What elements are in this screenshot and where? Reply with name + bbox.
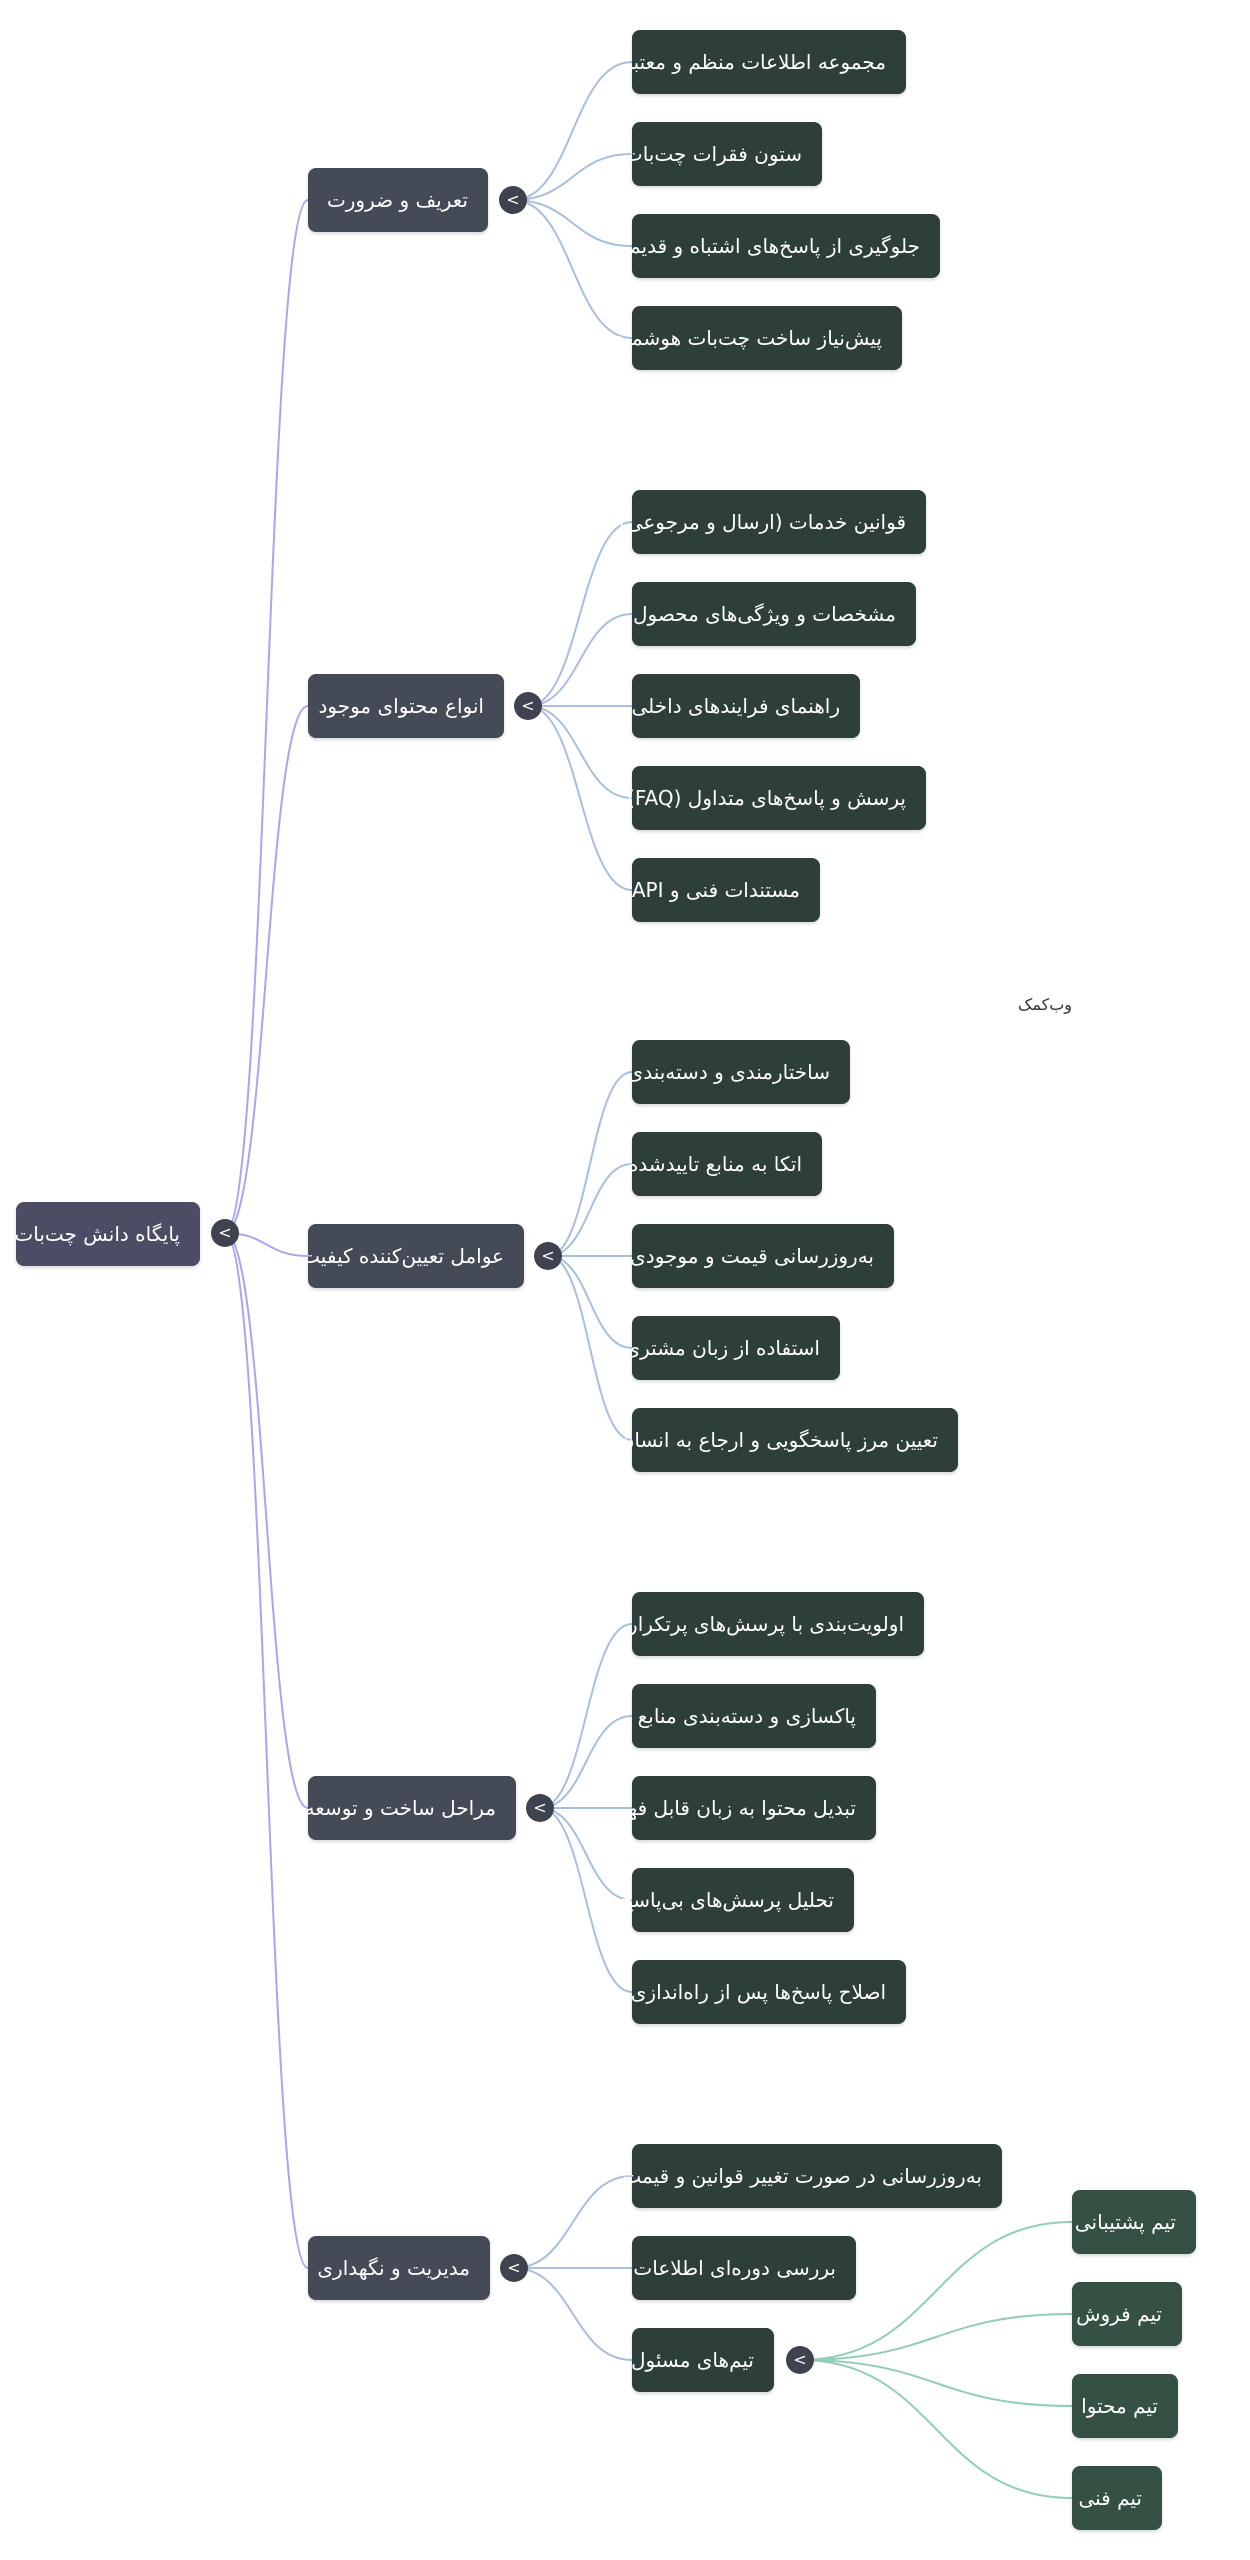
- branch-node[interactable]: مراحل ساخت و توسعه: [305, 1776, 516, 1840]
- leaf-node[interactable]: تبدیل محتوا به زبان قابل فهم: [615, 1776, 876, 1840]
- collapse-toggle-icon[interactable]: <: [514, 692, 542, 720]
- connector-line: [513, 2267, 633, 2361]
- leaf-node[interactable]: مشخصات و ویژگی‌های محصول: [632, 582, 916, 646]
- leaf-node[interactable]: ستون فقرات چت‌بات: [624, 122, 822, 186]
- collapse-toggle-icon[interactable]: <: [211, 1219, 239, 1247]
- connector-line: [799, 2313, 1073, 2361]
- connector-line: [512, 153, 633, 201]
- team-node[interactable]: تیم محتوا: [1072, 2374, 1178, 2438]
- connector-line: [527, 705, 633, 799]
- connector-line: [547, 1163, 633, 1257]
- connector-line: [547, 1071, 633, 1257]
- connector-line: [527, 521, 633, 707]
- connector-line: [799, 2221, 1073, 2361]
- leaf-node[interactable]: استفاده از زبان مشتری: [624, 1316, 840, 1380]
- branch-node[interactable]: انواع محتوای موجود: [308, 674, 504, 738]
- leaf-node[interactable]: تحلیل پرسش‌های بی‌پاسخ: [620, 1868, 854, 1932]
- leaf-node[interactable]: راهنمای فرایندهای داخلی: [632, 674, 860, 738]
- team-node[interactable]: تیم پشتیبانی: [1072, 2190, 1196, 2254]
- leaf-node[interactable]: تعیین مرز پاسخگویی و ارجاع به انسان: [620, 1408, 958, 1472]
- connector-line: [539, 1623, 633, 1809]
- leaf-node[interactable]: اصلاح پاسخ‌ها پس از راه‌اندازی: [631, 1960, 906, 2024]
- connector-line: [512, 199, 633, 247]
- branch-node[interactable]: تعریف و ضرورت: [308, 168, 488, 232]
- leaf-node[interactable]: پاکسازی و دسته‌بندی منابع: [632, 1684, 876, 1748]
- collapse-toggle-icon[interactable]: <: [499, 186, 527, 214]
- connector-line: [547, 1255, 633, 1349]
- collapse-toggle-icon[interactable]: <: [526, 1794, 554, 1822]
- leaf-node[interactable]: اولویت‌بندی با پرسش‌های پرتکرار: [628, 1592, 924, 1656]
- connector-line: [799, 2359, 1073, 2499]
- leaf-node[interactable]: به‌روزرسانی در صورت تغییر قوانین و قیمت: [622, 2144, 1002, 2208]
- leaf-node[interactable]: مستندات فنی و API: [632, 858, 820, 922]
- leaf-node[interactable]: به‌روزرسانی قیمت و موجودی: [630, 1224, 894, 1288]
- connector-line: [539, 1715, 633, 1809]
- connector-line: [224, 1232, 309, 1809]
- connector-line: [539, 1807, 633, 1901]
- leaf-node[interactable]: بررسی دوره‌ای اطلاعات: [632, 2236, 856, 2300]
- connector-line: [527, 705, 633, 891]
- leaf-node[interactable]: پرسش و پاسخ‌های متداول (FAQ): [627, 766, 926, 830]
- branch-node[interactable]: مدیریت و نگهداری: [308, 2236, 490, 2300]
- branch-node[interactable]: عوامل تعیین‌کننده کیفیت: [301, 1224, 524, 1288]
- connector-line: [512, 61, 633, 201]
- collapse-toggle-icon[interactable]: <: [534, 1242, 562, 1270]
- connector-line: [527, 613, 633, 707]
- connector-line: [539, 1807, 633, 1993]
- leaf-node[interactable]: مجموعه اطلاعات منظم و معتبر: [623, 30, 906, 94]
- connector-line: [224, 705, 309, 1234]
- team-node[interactable]: تیم فنی: [1072, 2466, 1162, 2530]
- leaf-node[interactable]: ساختارمندی و دسته‌بندی: [628, 1040, 850, 1104]
- connector-line: [224, 1232, 309, 2269]
- team-group-node[interactable]: تیم‌های مسئول: [631, 2328, 774, 2392]
- connector-line: [512, 199, 633, 339]
- floating-label: وب‌کمک: [1018, 995, 1072, 1014]
- team-node[interactable]: تیم فروش: [1072, 2282, 1182, 2346]
- collapse-toggle-icon[interactable]: <: [786, 2346, 814, 2374]
- leaf-node[interactable]: پیش‌نیاز ساخت چت‌بات هوشمند: [615, 306, 902, 370]
- leaf-node[interactable]: اتکا به منابع تاییدشده: [628, 1132, 822, 1196]
- connector-line: [799, 2359, 1073, 2407]
- leaf-node[interactable]: جلوگیری از پاسخ‌های اشتباه و قدیمی: [613, 214, 940, 278]
- collapse-toggle-icon[interactable]: <: [500, 2254, 528, 2282]
- connector-line: [513, 2175, 633, 2269]
- leaf-node[interactable]: قوانین خدمات (ارسال و مرجوعی): [619, 490, 926, 554]
- connector-line: [224, 199, 309, 1234]
- connector-line: [547, 1255, 633, 1441]
- root-node[interactable]: پایگاه دانش چت‌بات: [14, 1202, 200, 1266]
